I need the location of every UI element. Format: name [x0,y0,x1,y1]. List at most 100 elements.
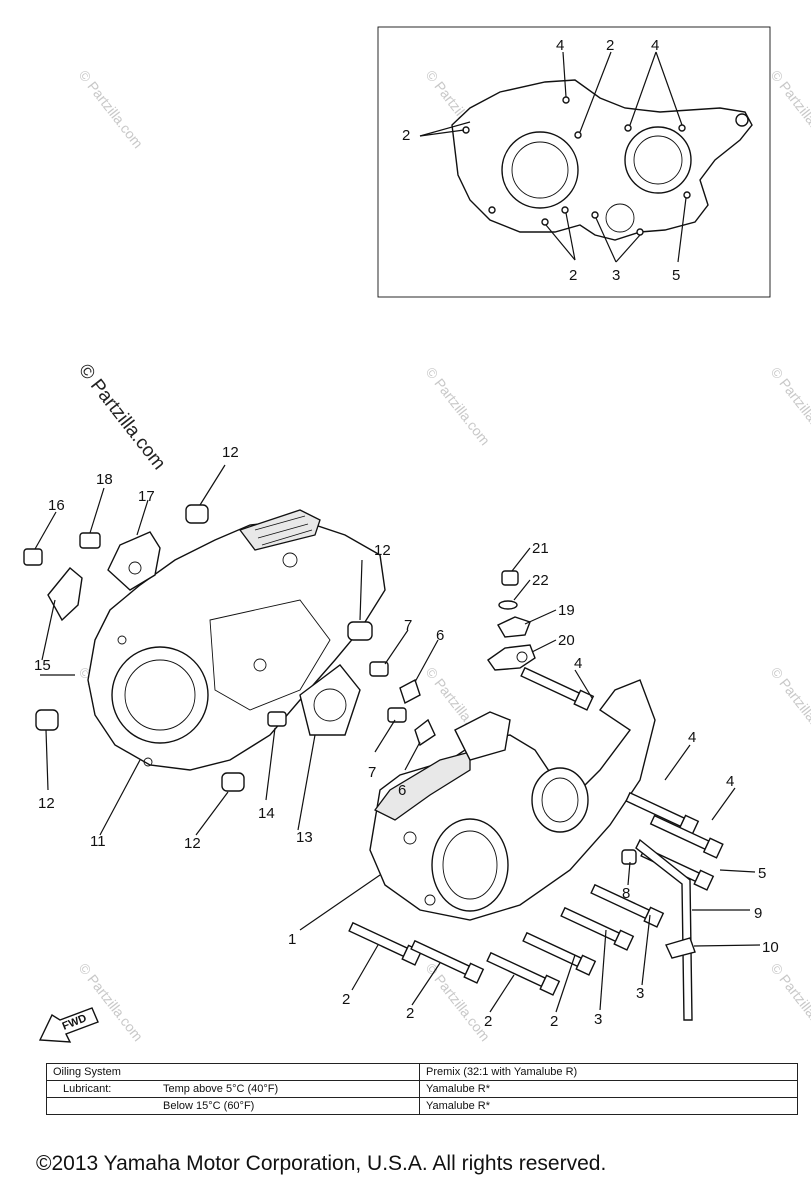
copyright-notice: ©2013 Yamaha Motor Corporation, U.S.A. A… [36,1152,607,1175]
callout-12: 12 [374,542,391,559]
callout-6: 6 [436,627,444,644]
inset-mount [735,113,749,127]
callout-12: 12 [222,444,239,461]
right-case-top-boss [454,711,511,761]
clamp-20 [487,644,536,671]
inset-callout-5: 5 [672,267,680,284]
spec-value: Yamalube R* [419,1080,798,1098]
bolt-18 [79,532,101,549]
forward-arrow-icon: FWD [38,1007,99,1043]
inset-cylinder-inner [511,141,569,199]
bolt-16 [23,548,43,566]
inset-crankcase [451,79,753,241]
bolt-7-low [387,707,407,723]
callout-2: 2 [484,1013,492,1030]
dowel-8 [621,849,637,865]
callout-2: 2 [550,1013,558,1030]
screw-21 [501,570,519,586]
gasket-13 [299,664,361,736]
callout-4: 4 [688,729,696,746]
callout-15: 15 [34,657,51,674]
callout-5: 5 [758,865,766,882]
watermark: © Partzilla.com [423,364,494,448]
spec-value: Premix (32:1 with Yamalube R) [419,1063,798,1081]
inset-cylinder-bore [501,131,579,209]
callout-2: 2 [342,991,350,1008]
callout-6: 6 [398,782,406,799]
bolt-14 [267,711,287,727]
callout-11: 11 [90,833,106,850]
watermark: © Partzilla.com [76,960,147,1044]
inset-crank-bore [624,126,692,194]
watermark: © Partzilla.com [768,664,811,748]
callout-20: 20 [558,632,575,649]
right-case-rib [374,751,471,821]
spec-row: Oiling System Premix (32:1 with Yamalube… [46,1063,798,1081]
callout-9: 9 [754,905,762,922]
dowel-pin-12-right [347,621,373,641]
callout-4: 4 [726,773,734,790]
dowel-pin-12-top [185,504,209,524]
clamp-19 [497,616,531,638]
callout-13: 13 [296,829,313,846]
spec-table: Oiling System Premix (32:1 with Yamalube… [46,1063,798,1115]
inset-callout-4: 4 [651,37,659,54]
callout-1: 1 [288,931,296,948]
callout-17: 17 [138,488,155,505]
callout-12: 12 [184,835,201,852]
inset-diagram: 4 2 4 2 2 3 5 [377,26,771,298]
spec-label-text: Oiling System [53,1066,121,1078]
callout-10: 10 [762,939,779,956]
spec-label-text: Lubricant: [63,1083,112,1095]
inset-callout-2: 2 [606,37,614,54]
spec-row: Below 15°C (60°F) Yamalube R* [46,1097,798,1115]
bracket-15 [47,567,83,622]
spec-row: Lubricant: Temp above 5°C (40°F) Yamalube… [46,1080,798,1098]
dowel-pin-12-left [35,709,59,731]
callout-14: 14 [258,805,275,822]
spec-sublabel: Temp above 5°C (40°F) [163,1083,279,1095]
callout-4: 4 [574,655,582,672]
bracket-6-low [414,718,436,747]
watermark: © Partzilla.com [768,364,811,448]
watermark: © Partzilla.com [76,67,147,151]
left-case-ribs [238,509,321,551]
spec-label: Lubricant: Temp above 5°C (40°F) [46,1080,420,1098]
inset-callout-2: 2 [569,267,577,284]
watermark: © Partzilla.com [768,67,811,151]
callout-18: 18 [96,471,113,488]
inset-callout-3: 3 [612,267,620,284]
inset-crank-inner [633,135,683,185]
clamp-17 [107,531,161,591]
callout-16: 16 [48,497,65,514]
spec-sublabel: Below 15°C (60°F) [163,1100,255,1112]
callout-7: 7 [404,617,412,634]
right-cylinder-bore [431,818,509,912]
right-leaders [299,547,761,1013]
watermark-main: © Partzilla.com [74,360,169,474]
spec-label: Oiling System [46,1063,420,1081]
right-crankcase [369,679,656,921]
watermark: © Partzilla.com [768,960,811,1044]
left-case-crank-cavity [209,599,331,711]
clip-10 [665,937,696,959]
inset-frame [377,26,771,298]
left-cylinder-bore [111,646,209,744]
washer-22 [498,600,518,610]
inset-callout-4: 4 [556,37,564,54]
inset-leaders [419,51,687,263]
callout-3: 3 [636,985,644,1002]
callout-2: 2 [406,1005,414,1022]
callout-3: 3 [594,1011,602,1028]
right-crank-bore [531,767,589,833]
spec-label: Below 15°C (60°F) [46,1097,420,1115]
inset-boss [605,203,635,233]
callout-12: 12 [38,795,55,812]
spec-value: Yamalube R* [419,1097,798,1115]
callout-8: 8 [622,885,630,902]
callout-19: 19 [558,602,575,619]
inset-bolt-dots [462,96,691,236]
inset-callout-2: 2 [402,127,410,144]
dowel-pin-12-bottom [221,772,245,792]
callout-21: 21 [532,540,549,557]
